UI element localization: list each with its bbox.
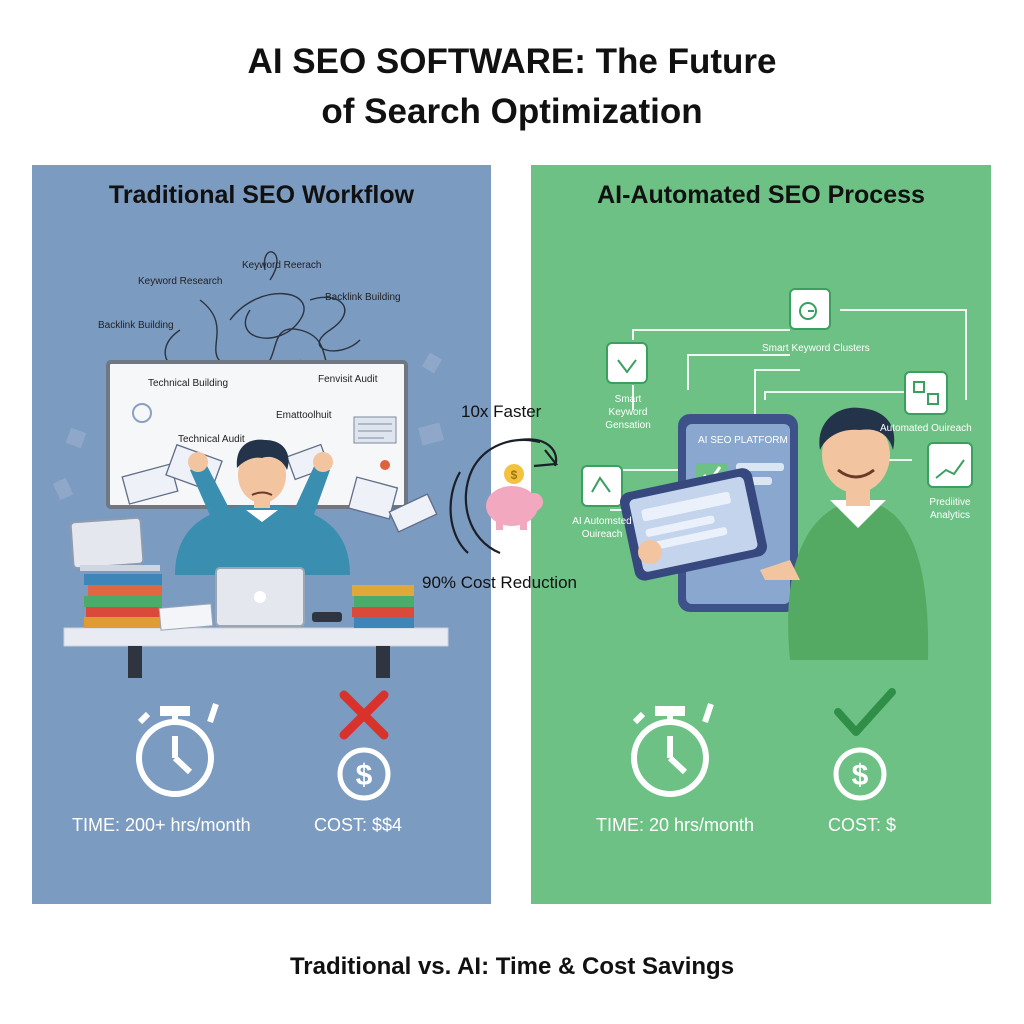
dollar-icon-left: $ <box>337 747 391 801</box>
left-cost-stat: COST: $$4 <box>314 815 403 835</box>
stopwatch-icon-right <box>631 703 714 797</box>
page-title: AI SEO SOFTWARE: The Future <box>247 42 777 81</box>
label-keyword-reerach: Keyword Reerach <box>242 260 322 271</box>
node-label-ai-automsted-ouireach: AI Automsted Ouireach <box>572 516 632 540</box>
check-icon <box>834 688 896 736</box>
right-time-stat: TIME: 20 hrs/month <box>596 815 755 835</box>
node-label-automated-ouireach: Automated Ouireach <box>880 423 972 434</box>
svg-text:$: $ <box>356 759 373 792</box>
left-time-stat: TIME: 200+ hrs/month <box>72 815 251 835</box>
cycle-arrows <box>449 438 559 555</box>
desk <box>63 627 449 647</box>
whiteboard-label-emattoolhuit: Emattoolhuit <box>276 410 332 421</box>
label-backlink-building-right: Backlink Building <box>325 292 401 303</box>
footer-caption: Traditional vs. AI: Time & Cost Savings <box>289 953 735 980</box>
faster-label: 10x Faster <box>461 402 542 421</box>
svg-text:$: $ <box>852 759 869 792</box>
whiteboard-label-fenvisit-audit: Fenvisit Audit <box>318 374 378 385</box>
whiteboard-label-technical-audit: Technical Audit <box>178 434 245 445</box>
laptop-center <box>215 567 305 627</box>
device-header: AI SEO PLATFORM <box>698 435 788 446</box>
stopwatch-icon-left <box>136 703 219 797</box>
svg-text:$: $ <box>511 468 518 482</box>
traditional-panel-title: Traditional SEO Workflow <box>108 181 415 209</box>
book-stack-right <box>352 585 414 628</box>
node-label-predictive-analytics: Prediitive Analytics <box>929 497 971 521</box>
whiteboard-label-technical-building: Technical Building <box>148 378 229 389</box>
paper-shards <box>52 352 444 501</box>
laptop-left <box>69 516 160 571</box>
whiteboard-notes <box>132 403 397 470</box>
dollar-icon-right: $ <box>833 747 887 801</box>
network-lines <box>610 309 967 511</box>
node-glyphs <box>591 302 965 493</box>
ai-platform-device <box>619 414 798 612</box>
node-icons <box>581 288 973 507</box>
label-keyword-research: Keyword Research <box>138 276 223 287</box>
label-backlink-building-left: Backlink Building <box>98 320 174 331</box>
happy-person <box>638 407 929 660</box>
ai-panel-title: AI-Automated SEO Process <box>597 181 925 209</box>
node-label-smart-keyword-gensation: Smart Keyword Gensation <box>605 394 651 431</box>
right-cost-stat: COST: $ <box>828 815 897 835</box>
cross-icon <box>339 690 389 740</box>
piggy-bank-icon: $ <box>486 464 543 530</box>
node-label-smart-keyword-clusters: Smart Keyword Clusters <box>762 343 870 354</box>
stressed-person <box>175 439 350 575</box>
book-stack-left <box>84 574 162 628</box>
cost-reduction-label: 90% Cost Reduction <box>422 573 577 592</box>
page-title-line2: of Search Optimization <box>321 92 703 131</box>
